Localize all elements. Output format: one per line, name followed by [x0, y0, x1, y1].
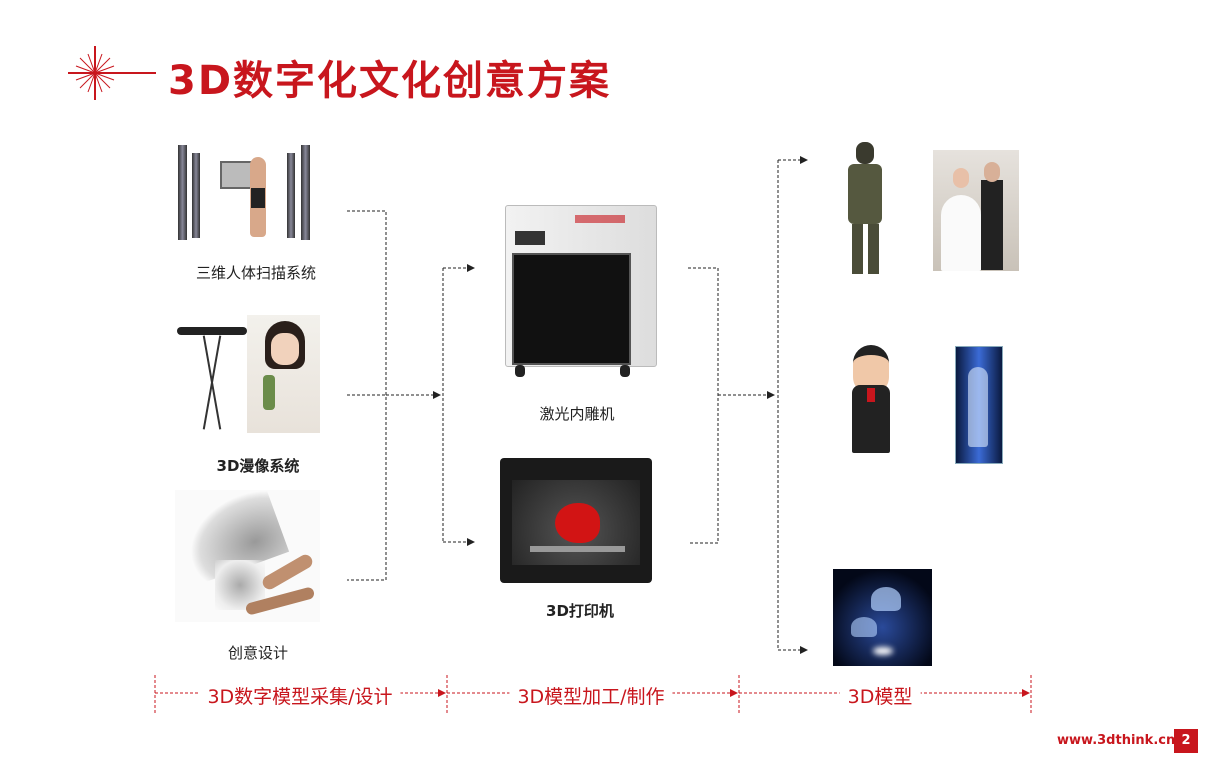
footer-website-link[interactable]: www.3dthink.cn	[1057, 733, 1176, 748]
starburst-icon	[68, 46, 156, 100]
input-label-scanner: 三维人体扫描系统	[195, 264, 316, 282]
couple-figurine-image	[933, 150, 1019, 271]
input-label-design: 创意设计	[227, 644, 288, 662]
3d-printer-image	[500, 458, 654, 586]
input-label-caricature: 3D漫像系统	[216, 457, 300, 475]
machine-label-laser: 激光内雕机	[539, 405, 615, 423]
page-title: 3D数字化文化创意方案	[168, 58, 612, 104]
crystal-engraving-image	[955, 346, 1003, 464]
stage-label-acquisition: 3D数字模型采集/设计	[199, 682, 401, 709]
creative-design-image	[175, 490, 320, 622]
crystal-cube-jellyfish-image	[833, 569, 932, 666]
laser-engraver-image	[500, 203, 658, 387]
page-number-badge: 2	[1174, 729, 1198, 753]
stage-label-fabrication: 3D模型加工/制作	[509, 682, 673, 709]
caricature-system-image	[175, 315, 320, 433]
caricature-figurine-image	[845, 343, 897, 467]
body-scanner-image	[175, 143, 323, 243]
machine-label-printer: 3D打印机	[546, 602, 614, 620]
stage-label-model: 3D模型	[839, 682, 921, 709]
full-body-figurine-image	[840, 140, 892, 280]
